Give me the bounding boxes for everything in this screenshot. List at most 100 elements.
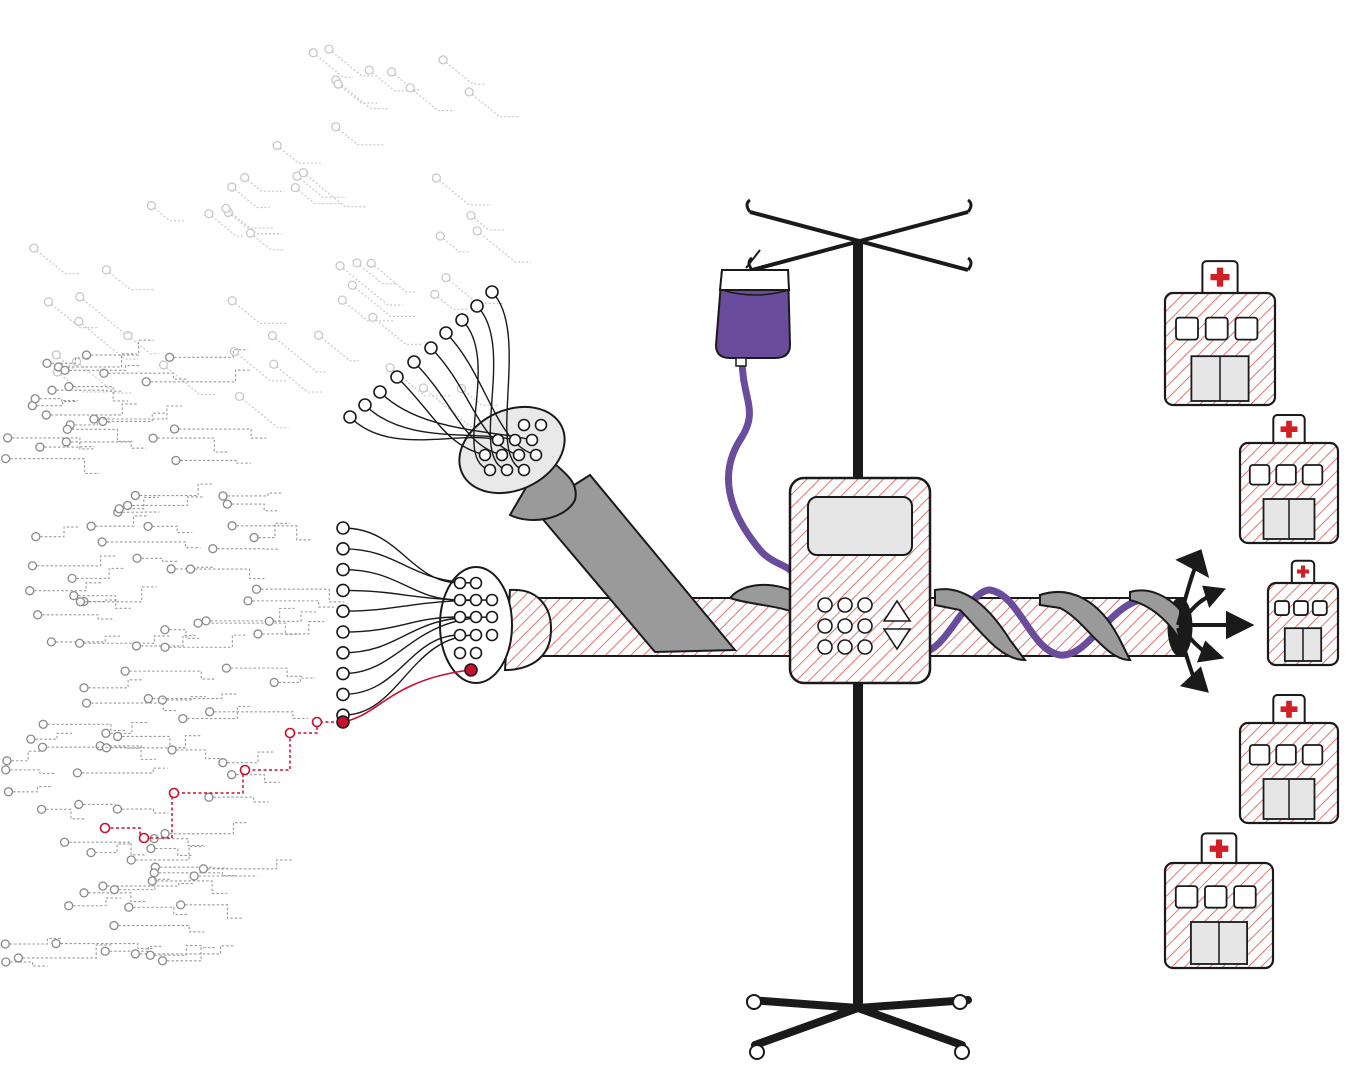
tree-node — [1, 957, 11, 967]
tree-branch — [276, 145, 323, 164]
tree-branch — [250, 232, 284, 251]
tree-branch — [154, 838, 204, 847]
tree-branch — [296, 175, 347, 198]
tree-node — [227, 770, 237, 780]
tree-branch — [51, 635, 121, 643]
tree-branch — [356, 262, 398, 285]
tree-branch — [80, 586, 157, 603]
tree-branch — [114, 878, 170, 891]
tree-branch — [32, 399, 78, 407]
tree-node — [204, 792, 214, 802]
connector-pin — [453, 610, 467, 624]
terminal-node — [470, 299, 484, 313]
tree-branch — [227, 211, 273, 229]
tree-branch — [247, 600, 334, 608]
connector-pin — [453, 646, 467, 660]
red-cross-icon — [1209, 839, 1229, 859]
tree-node — [222, 499, 232, 509]
tree-branch — [7, 437, 95, 450]
tree-branch — [152, 880, 228, 894]
tree-branch — [162, 946, 217, 962]
tree-node — [99, 368, 109, 378]
tree-branch — [102, 412, 168, 422]
tree-node — [269, 677, 279, 688]
tree-branch — [41, 808, 86, 820]
tree-branch — [127, 335, 159, 355]
tree-node — [335, 261, 345, 271]
connector-pin — [453, 593, 467, 607]
tree-node — [114, 504, 124, 514]
tree-node — [41, 410, 51, 420]
wire — [396, 376, 486, 456]
tree-branch — [137, 557, 178, 562]
tree-branch — [150, 944, 202, 956]
connector-pin — [517, 418, 531, 432]
tree-branch — [86, 702, 179, 712]
tree-node — [245, 228, 256, 238]
tree-branch — [68, 897, 122, 907]
tree-node — [352, 258, 362, 268]
tree-node — [131, 641, 142, 651]
tree-node — [146, 200, 157, 211]
window — [1233, 885, 1257, 909]
tree-branch — [151, 205, 186, 222]
tree-node — [74, 316, 84, 327]
tree-branch — [5, 961, 48, 967]
tree-branch — [164, 629, 202, 639]
tree-node — [13, 953, 24, 963]
red-cross-icon — [1210, 267, 1230, 287]
tree-branch — [227, 503, 280, 512]
tree-node — [431, 173, 442, 183]
tree-node — [35, 442, 45, 452]
tree-branch — [35, 398, 77, 402]
terminal-node — [336, 583, 350, 598]
wire — [413, 361, 503, 456]
connector-pin — [453, 628, 467, 642]
wire — [342, 634, 461, 696]
connector-pin — [534, 418, 548, 432]
tree-branch — [256, 588, 345, 603]
tree-branch — [64, 841, 147, 856]
tree-node — [71, 356, 82, 367]
tree-node — [64, 381, 74, 392]
tree-node — [132, 553, 142, 563]
red-cross-icon — [1280, 700, 1298, 718]
tree-branch — [5, 458, 100, 475]
tree-node — [201, 616, 211, 626]
tree-branch — [100, 745, 157, 760]
window — [1204, 885, 1228, 909]
tree-branch — [18, 944, 112, 959]
tree-branch — [244, 177, 285, 192]
tree-node — [46, 637, 57, 647]
tree-branch — [154, 872, 238, 877]
tree-node — [466, 210, 476, 221]
tree-node — [234, 391, 245, 402]
tree-node — [81, 350, 92, 360]
keypad-button — [857, 597, 873, 613]
window — [1301, 464, 1324, 486]
tree-branch — [231, 774, 280, 783]
tree-node — [227, 521, 237, 531]
tree-node — [148, 433, 158, 443]
connector-pin — [517, 463, 531, 477]
tree-node — [1, 765, 11, 775]
tree-node — [165, 352, 175, 362]
tree-branch — [105, 945, 164, 952]
tree-branch — [372, 316, 423, 345]
lower-cable-connector-icon — [336, 521, 552, 729]
tree-node — [149, 868, 159, 878]
wire — [461, 319, 491, 471]
tree-node — [25, 586, 35, 596]
connector-pin — [495, 448, 509, 462]
tree-node — [227, 296, 237, 306]
tree-branch — [64, 364, 141, 371]
tree-branch — [222, 492, 283, 497]
tree-branch — [172, 749, 221, 760]
wire — [476, 305, 508, 471]
iv-bag-icon — [714, 249, 792, 367]
wire — [342, 634, 477, 716]
tree-node — [72, 768, 83, 778]
tree-branch — [232, 525, 312, 541]
